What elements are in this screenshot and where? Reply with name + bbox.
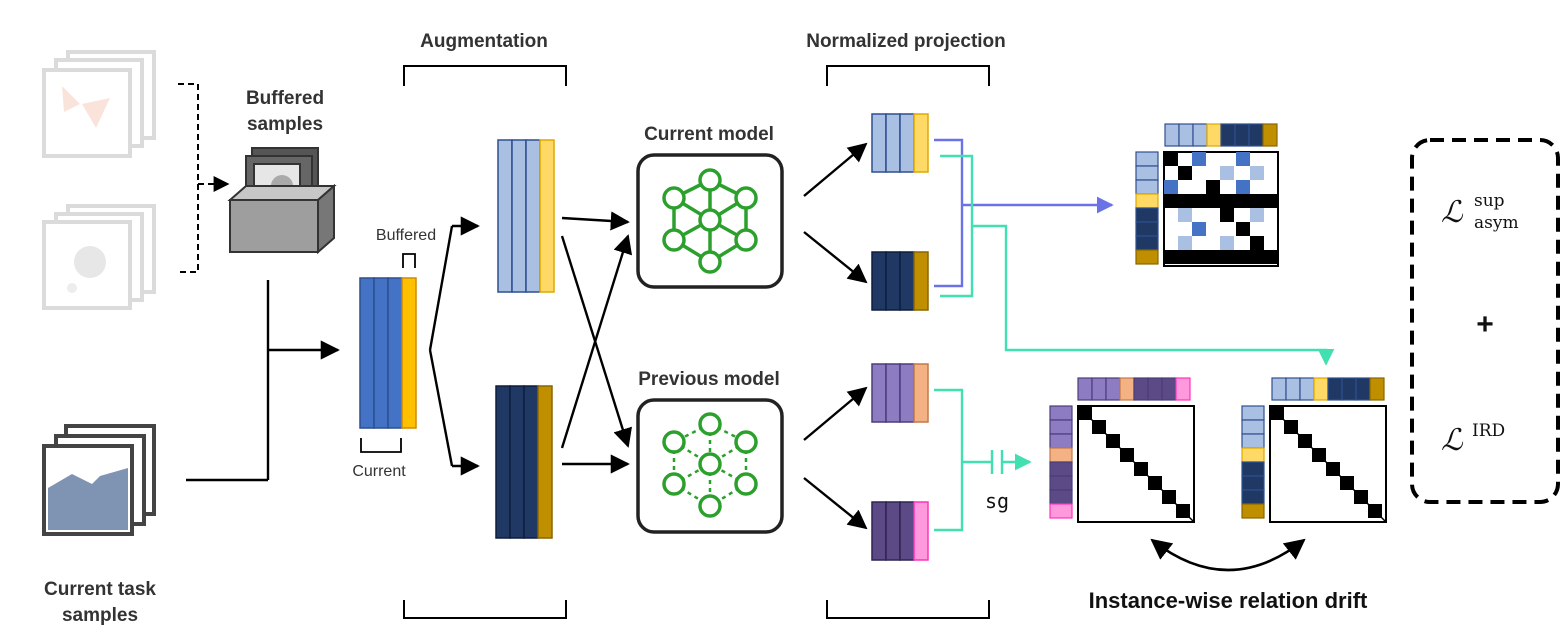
ird-curr-side-header <box>1241 405 1265 519</box>
loss-ird-symbol: ℒ <box>1441 423 1464 458</box>
dashed-bracket <box>178 83 199 273</box>
augmentation-split-arrows <box>428 216 480 476</box>
violet-connector <box>934 138 964 288</box>
current-bracket <box>360 438 402 453</box>
loss-ird: ℒ IRD <box>1441 421 1505 458</box>
stop-gradient-symbol <box>990 450 1004 474</box>
projection-previous-light <box>871 363 929 423</box>
loss-ird-superscript: IRD <box>1472 421 1505 441</box>
projection-previous-dark <box>871 501 929 561</box>
augmented-view-dark <box>495 385 553 539</box>
projection-bracket-bottom <box>826 600 990 619</box>
loss-sup-superscript: sup <box>1474 191 1505 211</box>
teal-connector-current <box>940 154 974 298</box>
loss-sup-asym: ℒ sup asym <box>1441 191 1519 233</box>
input-batch-bar <box>359 277 417 429</box>
sg-label: sg <box>985 489 1009 513</box>
current-model-network <box>636 153 784 289</box>
merge-connector <box>186 280 340 482</box>
ird-prev-side-header <box>1049 405 1073 519</box>
projection-current-light <box>871 113 929 173</box>
sup-matrix-top-header <box>1164 123 1278 147</box>
buffer-box-icon <box>227 147 337 255</box>
buffered-samples-label-2: samples <box>247 114 323 135</box>
buffered-bracket <box>402 253 416 268</box>
augmented-view-light <box>497 139 555 293</box>
buffered-image-stack-bottom <box>42 204 156 310</box>
teal-arrow-to-right-matrix <box>972 224 1335 366</box>
augmentation-label: Augmentation <box>420 31 548 52</box>
projection-current-dark <box>871 251 929 311</box>
ird-prev-top-header <box>1077 377 1191 401</box>
previous-model-network <box>636 398 784 534</box>
loss-asym-subscript: asym <box>1474 213 1519 233</box>
relation-drift-arrow <box>1150 538 1306 572</box>
previous-model-label: Previous model <box>638 369 780 390</box>
ird-prev-matrix <box>1077 405 1195 523</box>
buffered-samples-label-1: Buffered <box>246 88 324 109</box>
normalized-projection-label: Normalized projection <box>806 31 1006 52</box>
projection-arrows <box>803 142 868 530</box>
current-task-label-2: samples <box>62 605 138 626</box>
model-input-arrows <box>560 211 633 474</box>
current-label: Current <box>352 463 406 480</box>
loss-plus: + <box>1476 308 1494 341</box>
current-task-image-stack <box>42 424 156 536</box>
current-task-label-1: Current task <box>44 579 156 600</box>
sup-matrix-side-header <box>1135 151 1159 265</box>
sup-relation-matrix <box>1163 151 1279 267</box>
relation-drift-label: Instance-wise relation drift <box>1089 588 1368 613</box>
ird-curr-top-header <box>1271 377 1385 401</box>
loss-sup-symbol: ℒ <box>1441 195 1464 230</box>
current-model-label: Current model <box>644 124 774 145</box>
ird-curr-matrix <box>1269 405 1387 523</box>
buffered-label: Buffered <box>376 227 436 244</box>
teal-connector-previous <box>934 388 964 532</box>
augmentation-bracket-top <box>403 65 567 86</box>
buffered-image-stack-top <box>42 50 156 158</box>
augmentation-bracket-bottom <box>403 600 567 619</box>
loss-box <box>1410 138 1560 504</box>
projection-bracket-top <box>826 65 990 86</box>
